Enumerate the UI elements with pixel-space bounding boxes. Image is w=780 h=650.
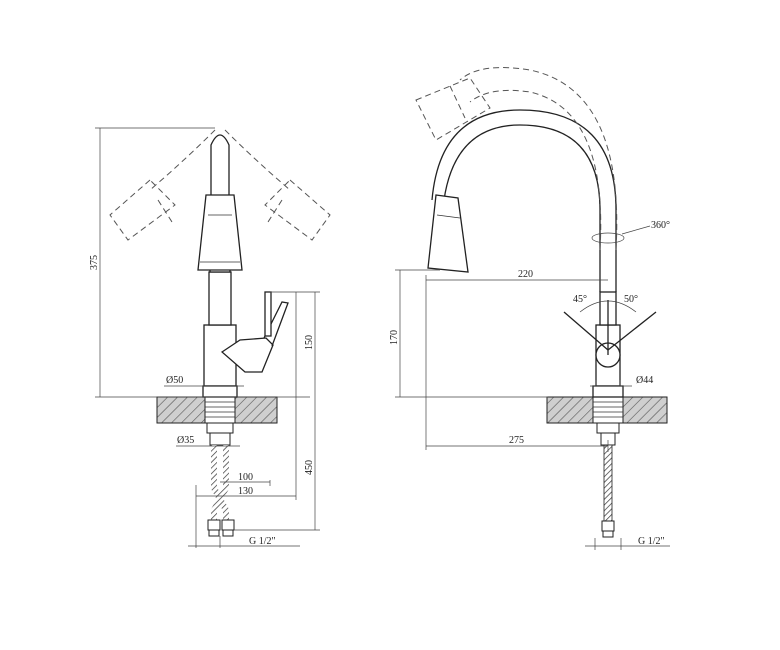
hose-fitting-right [601, 520, 615, 532]
dim-220: 220 [518, 269, 533, 280]
alternate-positions-left [109, 129, 331, 241]
hose-right [603, 444, 613, 522]
hose-left-b [211, 445, 229, 520]
lever-plate-left [264, 291, 272, 337]
dim-450: 450 [304, 460, 315, 475]
dim-diameter-44: Ø44 [636, 375, 653, 386]
dim-275: 275 [509, 435, 524, 446]
rotation-leader [621, 225, 651, 235]
alternate-position-right [415, 67, 618, 251]
dim-130: 130 [238, 486, 253, 497]
nozzle-left [197, 194, 243, 271]
mounting-nut-lines-right [593, 401, 623, 418]
dim-angle-50: 50° [624, 294, 638, 305]
dim-thread-right: G 1/2" [638, 536, 665, 547]
hose-end-right [602, 530, 614, 538]
dim-100: 100 [238, 472, 253, 483]
nozzle-right [427, 194, 469, 273]
hose-end-left-b [222, 529, 234, 537]
right-view: 360° 220 170 45° 50° Ø44 275 G 1/2" [389, 67, 670, 550]
dim-170: 170 [389, 330, 400, 345]
shank-left [209, 432, 231, 446]
rotation-arrow [591, 232, 625, 244]
mounting-nut-lines-left [205, 401, 235, 418]
lever-angle-arc [579, 300, 637, 313]
lever-position-50 [607, 311, 657, 351]
lever-position-45 [563, 311, 609, 351]
dimension-lines-left [95, 127, 320, 548]
dim-375: 375 [89, 255, 100, 270]
neck-left [208, 271, 232, 326]
base-ring-left [202, 385, 238, 398]
hose-end-left-a [208, 529, 220, 537]
dim-thread-left: G 1/2" [249, 536, 276, 547]
lever-arm-left [263, 301, 289, 347]
fixing-nut-right [596, 422, 620, 434]
dim-diameter-50: Ø50 [166, 375, 183, 386]
dim-150: 150 [304, 335, 315, 350]
mounting-nut-right [592, 396, 624, 424]
hose-fitting-left-b [221, 519, 235, 531]
fixing-nut-left [206, 422, 234, 434]
left-view: 375 150 450 Ø50 Ø35 100 130 G 1/2" [89, 127, 331, 548]
nozzle-ring-right [436, 214, 461, 219]
base-ring-right [592, 385, 624, 398]
mounting-nut-left [204, 396, 236, 424]
dim-diameter-35: Ø35 [177, 435, 194, 446]
gooseneck-spout-outer [443, 124, 601, 292]
hose-fitting-left-a [207, 519, 221, 531]
dim-360: 360° [651, 220, 670, 231]
dimension-lines-right [395, 269, 670, 550]
dim-angle-45: 45° [573, 294, 587, 305]
gooseneck-spout-inner [431, 109, 617, 292]
